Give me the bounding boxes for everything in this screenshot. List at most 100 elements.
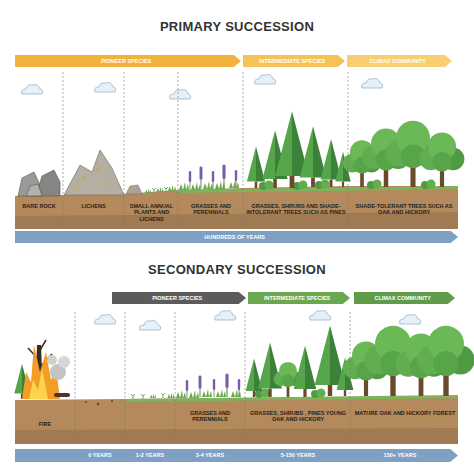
bare-rocks bbox=[26, 184, 42, 196]
column-dividers bbox=[350, 312, 351, 444]
young-forest bbox=[258, 343, 282, 397]
arrow-body bbox=[15, 55, 241, 67]
clouds bbox=[255, 75, 276, 85]
fire bbox=[54, 393, 70, 397]
pine-trees bbox=[293, 181, 308, 191]
grasses-perennials bbox=[189, 390, 199, 398]
mature-forest bbox=[344, 326, 474, 396]
grasses-perennials bbox=[216, 389, 226, 397]
stage-label: GRASSES AND PERENNIALS bbox=[176, 410, 244, 423]
grasses-perennials bbox=[231, 389, 241, 397]
small-plants bbox=[157, 186, 164, 192]
clouds bbox=[400, 315, 421, 325]
grasses-perennials bbox=[229, 180, 239, 188]
grasses-perennials bbox=[191, 182, 201, 190]
lichen-rocks bbox=[126, 185, 142, 194]
clouds bbox=[310, 311, 331, 321]
lichen-rocks bbox=[96, 168, 100, 172]
arrow-body bbox=[354, 292, 455, 304]
arrow-label: PIONEER SPECIES bbox=[15, 55, 237, 67]
clouds bbox=[215, 311, 236, 321]
column-dividers bbox=[245, 312, 246, 444]
pine-trees bbox=[259, 181, 274, 191]
lichen-rocks bbox=[74, 186, 77, 189]
grasses-perennials bbox=[202, 389, 212, 397]
clouds bbox=[22, 75, 383, 100]
soil bbox=[15, 428, 458, 444]
pine-trees bbox=[315, 180, 330, 190]
sprouts bbox=[150, 393, 156, 398]
section-title: PRIMARY SUCCESSION bbox=[0, 20, 474, 35]
fire bbox=[29, 368, 48, 399]
column-dividers bbox=[63, 72, 348, 229]
grasses-perennials bbox=[238, 379, 240, 397]
pine-trees bbox=[247, 146, 265, 188]
clouds bbox=[95, 311, 421, 331]
sprouts bbox=[161, 393, 165, 398]
grasses-perennials bbox=[186, 380, 188, 398]
arrow-body bbox=[15, 449, 458, 462]
arrow-body bbox=[15, 231, 458, 243]
time-arrow: HUNDREDS OF YEARS bbox=[15, 231, 458, 243]
fire bbox=[28, 340, 52, 368]
arrow-body bbox=[112, 292, 246, 304]
stage-label: BARE ROCK bbox=[15, 203, 63, 209]
grasses-perennials bbox=[213, 379, 215, 397]
column-dividers bbox=[175, 312, 176, 444]
stage-arrow: CLIMAX COMMUNITY bbox=[354, 292, 455, 304]
stage-label: FIRE bbox=[15, 421, 75, 427]
young-forest bbox=[246, 326, 354, 398]
mature-forest bbox=[417, 326, 474, 396]
arrow-label: CLIMAX COMMUNITY bbox=[354, 292, 451, 304]
small-plants bbox=[152, 188, 156, 193]
time-arrow: 0 YEARS1-2 YEARS3-4 YEARS5-150 YEARS150+… bbox=[15, 449, 458, 462]
time-label: 1-2 YEARS bbox=[115, 449, 185, 462]
grasses-perennials bbox=[203, 181, 213, 189]
ash-soil bbox=[97, 403, 99, 405]
grasses-perennials bbox=[176, 390, 186, 398]
time-label: 0 YEARS bbox=[65, 449, 135, 462]
grasses-perennials bbox=[235, 170, 237, 188]
stage-arrow: PIONEER SPECIES bbox=[112, 292, 246, 304]
clouds bbox=[362, 79, 383, 89]
column-dividers bbox=[75, 312, 350, 444]
grasses-perennials bbox=[200, 166, 203, 188]
grasses-perennials bbox=[222, 165, 225, 188]
lichen-rocks bbox=[83, 177, 86, 180]
grasses-perennials bbox=[176, 374, 241, 398]
arrow-body bbox=[248, 292, 350, 304]
grasses-perennials bbox=[189, 171, 191, 189]
small-plants bbox=[145, 188, 151, 193]
oak-trees bbox=[343, 121, 465, 189]
grasses-perennials bbox=[199, 375, 202, 397]
grasses-perennials bbox=[179, 182, 189, 190]
stage-label: MATURE OAK AND HICKORY FOREST bbox=[354, 410, 456, 416]
young-forest bbox=[294, 346, 316, 397]
ash-soil bbox=[85, 400, 113, 405]
stage-arrow: PIONEER SPECIES bbox=[15, 55, 241, 67]
column-dividers bbox=[124, 72, 125, 229]
stage-label: SHADE-TOLERANT TREES SUCH AS OAK AND HIC… bbox=[352, 203, 456, 216]
column-dividers bbox=[348, 72, 349, 229]
arrow-label: HUNDREDS OF YEARS bbox=[15, 231, 454, 243]
oak-trees bbox=[367, 180, 382, 190]
stage-arrow: CLIMAX COMMUNITY bbox=[347, 55, 452, 67]
clouds bbox=[170, 90, 191, 100]
fire bbox=[58, 356, 70, 368]
soil bbox=[15, 395, 458, 444]
fire bbox=[14, 340, 70, 399]
ash-soil bbox=[85, 401, 87, 403]
oak-trees bbox=[420, 132, 465, 187]
arrow-label: INTERMEDIATE SPECIES bbox=[248, 292, 346, 304]
clouds bbox=[95, 83, 116, 93]
pine-trees bbox=[247, 111, 351, 190]
sprouts bbox=[131, 394, 135, 399]
lichen-rocks bbox=[132, 188, 134, 190]
bare-rocks bbox=[18, 170, 60, 196]
stage-arrow: INTERMEDIATE SPECIES bbox=[248, 292, 350, 304]
ash-soil bbox=[111, 400, 113, 402]
arrow-label: PIONEER SPECIES bbox=[112, 292, 242, 304]
lichen-rocks bbox=[64, 150, 142, 195]
arrow-body bbox=[243, 55, 345, 67]
